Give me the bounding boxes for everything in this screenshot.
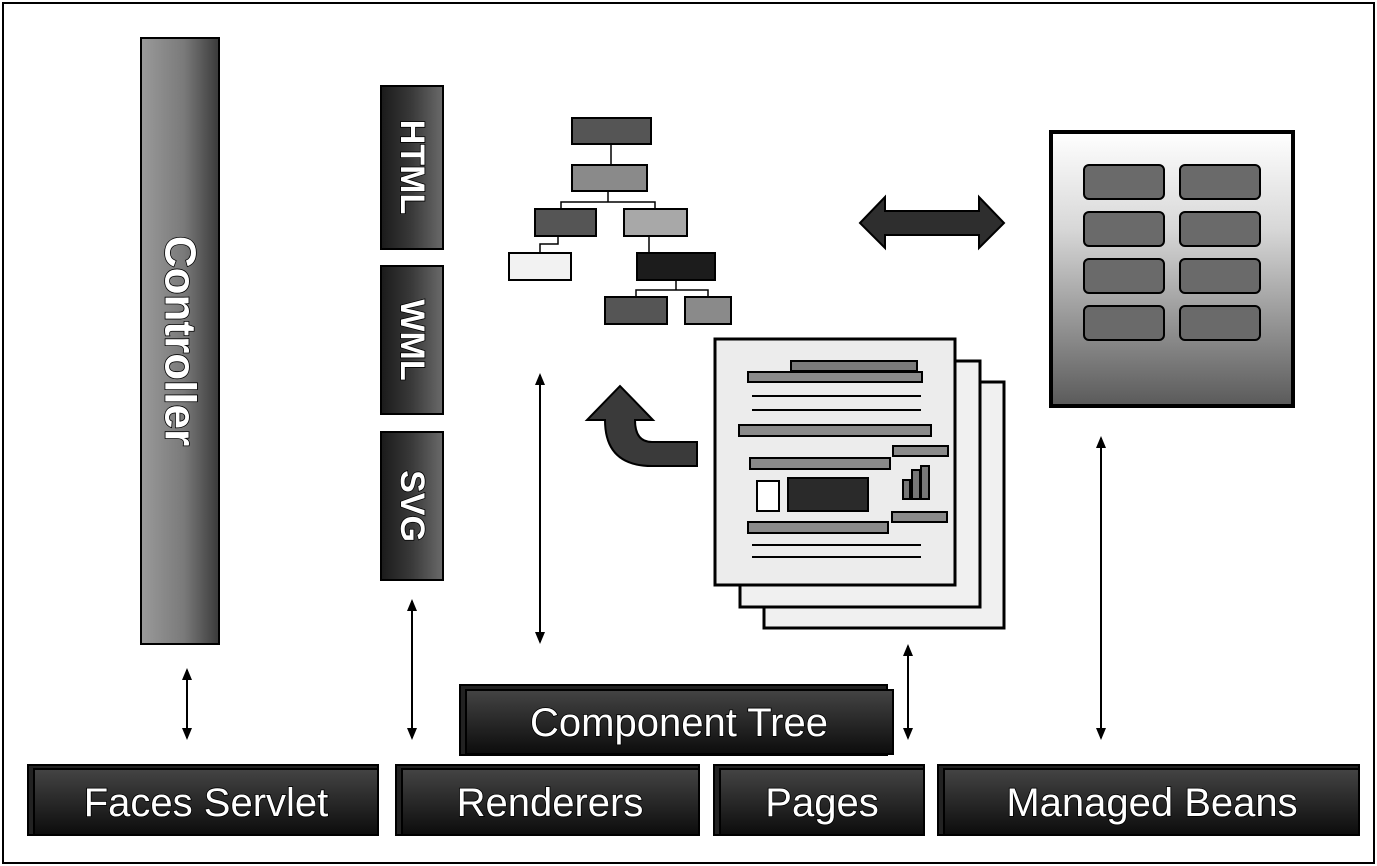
component-tree-box: Component Tree (459, 684, 894, 756)
renderer-html-block: HTML (380, 85, 444, 250)
renderers-box: Renderers (395, 764, 700, 836)
connector-arrows (182, 373, 1106, 740)
curved-arrow-icon (584, 384, 698, 467)
renderer-wml-label: WML (393, 299, 431, 380)
renderers-label: Renderers (457, 781, 644, 825)
renderer-html-label: HTML (393, 120, 431, 214)
faces-servlet-label: Faces Servlet (84, 781, 329, 825)
renderer-svg-label: SVG (393, 470, 431, 542)
component-tree-icon (508, 117, 732, 325)
controller-bar: Controller (140, 37, 220, 645)
managed-beans-panel (1049, 130, 1295, 408)
bean-cells (1083, 164, 1261, 341)
faces-servlet-box: Faces Servlet (27, 764, 379, 836)
pages-label: Pages (765, 781, 878, 825)
bidirectional-arrow-icon (858, 194, 1006, 251)
pages-box: Pages (713, 764, 925, 836)
pages-stack-icon (713, 337, 1006, 630)
managed-beans-label: Managed Beans (1006, 781, 1297, 825)
component-tree-label: Component Tree (530, 701, 828, 745)
renderer-wml-block: WML (380, 265, 444, 415)
managed-beans-box: Managed Beans (937, 764, 1360, 836)
controller-label: Controller (156, 236, 205, 446)
renderer-svg-block: SVG (380, 431, 444, 581)
